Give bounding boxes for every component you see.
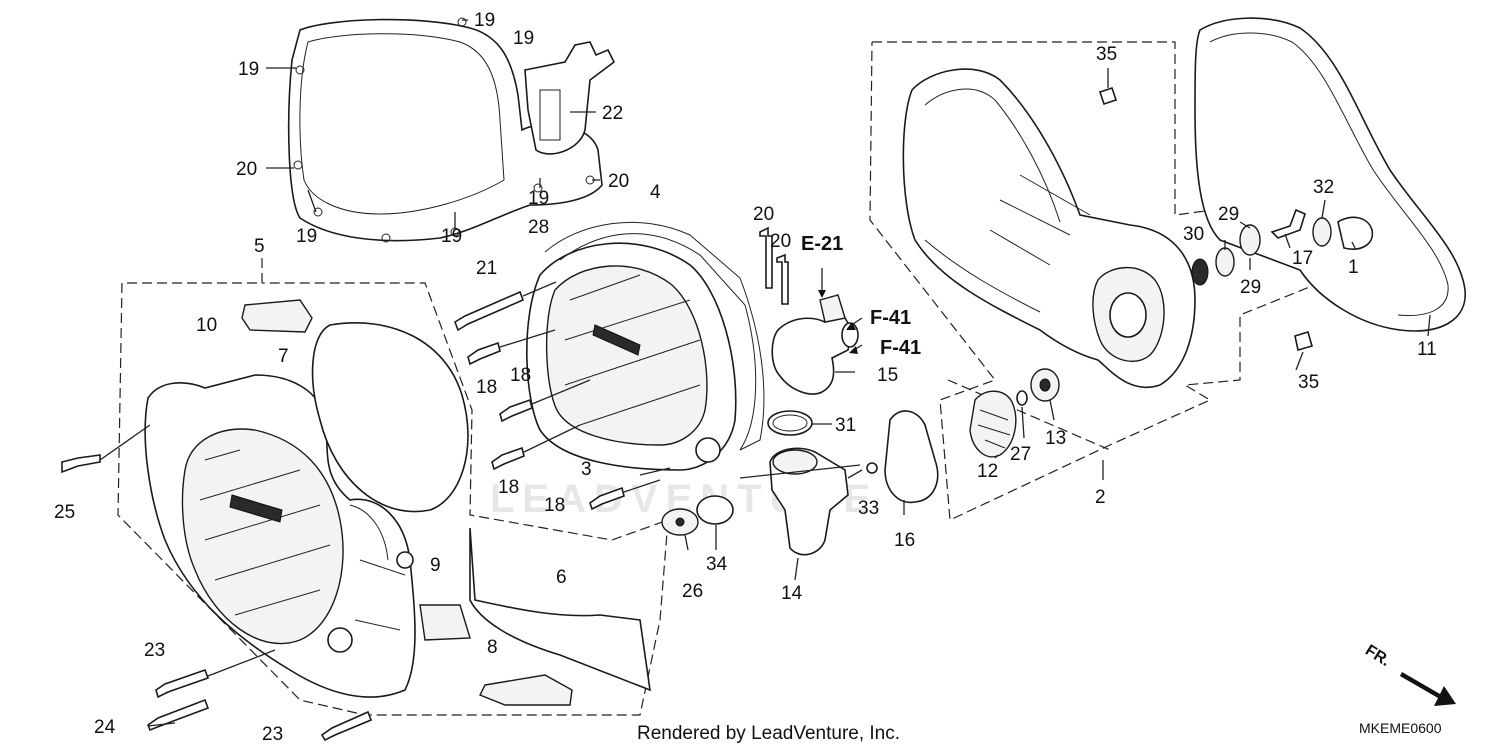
bearing-29-a xyxy=(1215,247,1235,277)
gasket-11 xyxy=(1194,17,1466,332)
gasket-4 xyxy=(544,221,765,451)
callout-19-c: 19 xyxy=(238,59,259,80)
group-outline-left xyxy=(117,258,669,716)
callout-30: 30 xyxy=(1183,224,1204,245)
ref-f41-a: F-41 xyxy=(870,307,911,329)
callout-6: 6 xyxy=(556,567,567,588)
fr-arrow-icon xyxy=(1400,672,1456,706)
generator-cover-3 xyxy=(526,233,757,471)
callout-10: 10 xyxy=(196,315,217,336)
bearing-30 xyxy=(1191,258,1209,286)
callout-29-b: 29 xyxy=(1240,277,1261,298)
dowel-35-top xyxy=(1098,86,1118,106)
callout-23-a: 23 xyxy=(144,640,165,661)
washer-33 xyxy=(866,462,878,474)
front-direction-indicator: FR. xyxy=(1362,642,1456,706)
callout-31: 31 xyxy=(835,415,856,436)
callout-21: 21 xyxy=(476,258,497,279)
gasket-16 xyxy=(884,410,939,504)
bolt-20-a xyxy=(759,226,773,289)
clutch-cover-left xyxy=(144,374,416,698)
seal-32 xyxy=(1312,217,1332,247)
ref-e21: E-21 xyxy=(801,233,843,255)
callout-20-d: 20 xyxy=(770,231,791,252)
callout-33: 33 xyxy=(858,498,879,519)
impeller-12 xyxy=(969,390,1017,458)
ref-arrows xyxy=(818,268,863,354)
callout-35-a: 35 xyxy=(1096,44,1117,65)
callout-24: 24 xyxy=(94,717,116,738)
callout-13: 13 xyxy=(1045,428,1066,449)
bolts-left xyxy=(61,424,373,742)
callout-19-b: 19 xyxy=(513,28,534,49)
bearing-29-b xyxy=(1239,224,1261,256)
callout-18-a: 18 xyxy=(476,377,497,398)
callout-25: 25 xyxy=(54,502,75,523)
pad-9 xyxy=(419,604,471,641)
callout-17: 17 xyxy=(1292,248,1313,269)
callout-8: 8 xyxy=(487,637,498,658)
ref-f41-b: F-41 xyxy=(880,337,921,359)
cover-oring-7 xyxy=(311,322,469,513)
callout-23-b: 23 xyxy=(262,724,283,745)
pump-housing-14 xyxy=(769,447,849,556)
pad-8 xyxy=(479,674,573,706)
inner-panel-6 xyxy=(469,527,651,692)
bushing-1 xyxy=(1337,216,1374,250)
callout-20-c: 20 xyxy=(753,204,774,225)
callout-14: 14 xyxy=(781,583,803,604)
dowel-35-bottom xyxy=(1294,330,1313,352)
callout-11: 11 xyxy=(1417,339,1437,360)
leaders-center xyxy=(639,371,905,581)
clip-10 xyxy=(241,299,313,333)
callout-5: 5 xyxy=(254,236,265,257)
callout-32: 32 xyxy=(1313,177,1334,198)
callout-1: 1 xyxy=(1348,257,1359,278)
callout-18-d: 18 xyxy=(544,495,565,516)
callout-16: 16 xyxy=(894,530,915,551)
water-pipe-elbow-15 xyxy=(771,294,859,395)
callout-34: 34 xyxy=(706,554,728,575)
shaft-17 xyxy=(1270,208,1306,239)
callout-labels: 19 19 19 22 20 20 19 19 28 19 4 5 21 10 … xyxy=(54,10,1437,745)
callout-18-c: 18 xyxy=(498,477,519,498)
callout-22: 22 xyxy=(602,103,623,124)
callout-19-a: 19 xyxy=(474,10,495,31)
clutch-cover-gasket-top xyxy=(287,17,616,243)
washer-27 xyxy=(1016,390,1028,406)
callout-20-a: 20 xyxy=(236,159,257,180)
callout-2: 2 xyxy=(1095,487,1106,508)
gasket-34 xyxy=(696,495,734,525)
callout-19-e: 19 xyxy=(296,226,317,247)
credit-text: Rendered by LeadVenture, Inc. xyxy=(637,723,900,744)
leaders-top-left xyxy=(266,19,600,230)
callout-18-b: 18 xyxy=(510,365,531,386)
callout-7: 7 xyxy=(278,346,289,367)
leaders-right xyxy=(994,68,1431,480)
diagram-code: MKEME0600 xyxy=(1359,720,1442,736)
fr-label: FR. xyxy=(1362,642,1393,670)
right-crankcase-cover xyxy=(902,68,1196,388)
callout-12: 12 xyxy=(977,461,998,482)
callout-19-d: 19 xyxy=(528,188,549,209)
callout-28: 28 xyxy=(528,217,549,238)
bolt-20-b xyxy=(776,253,789,305)
callout-9: 9 xyxy=(430,555,441,576)
callout-4: 4 xyxy=(650,182,661,203)
callout-3: 3 xyxy=(581,459,592,480)
callout-29-a: 29 xyxy=(1218,204,1239,225)
callout-27: 27 xyxy=(1010,444,1031,465)
callout-35-b: 35 xyxy=(1298,372,1319,393)
callout-15: 15 xyxy=(877,365,898,386)
callout-19-f: 19 xyxy=(441,226,462,247)
bolts-center xyxy=(454,281,661,511)
callout-26: 26 xyxy=(682,581,703,602)
callout-20-b: 20 xyxy=(608,171,629,192)
